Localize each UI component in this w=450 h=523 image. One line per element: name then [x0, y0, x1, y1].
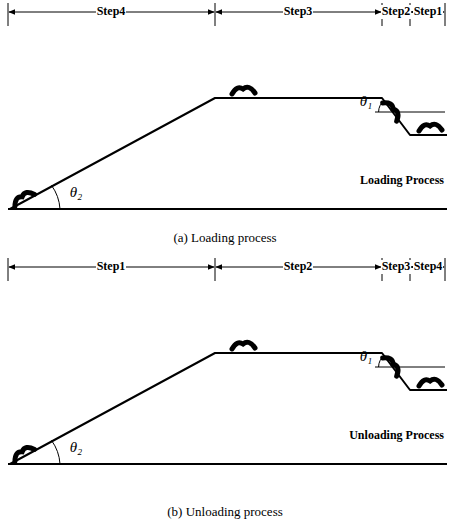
- subfigure-caption: (a) Loading process: [173, 231, 276, 245]
- step-label: Step4: [96, 5, 127, 18]
- unloading-panel: [8, 258, 447, 464]
- step-label: Step3: [283, 5, 314, 18]
- step-label: Step2: [381, 5, 412, 18]
- process-label: Unloading Process: [349, 429, 444, 442]
- step-label: Step3: [381, 260, 412, 273]
- subfigure-caption: (b) Unloading process: [167, 505, 283, 519]
- angle-label: θ₂: [70, 439, 83, 456]
- step-label: Step1: [413, 5, 444, 18]
- angle-label: θ₂: [70, 184, 83, 201]
- angle-label: θ₁: [360, 93, 373, 110]
- loading-panel: [8, 3, 447, 209]
- step-label: Step1: [96, 260, 127, 273]
- process-label: Loading Process: [360, 174, 444, 187]
- angle-label: θ₁: [360, 348, 373, 365]
- step-label: Step4: [413, 260, 444, 273]
- step-label: Step2: [283, 260, 314, 273]
